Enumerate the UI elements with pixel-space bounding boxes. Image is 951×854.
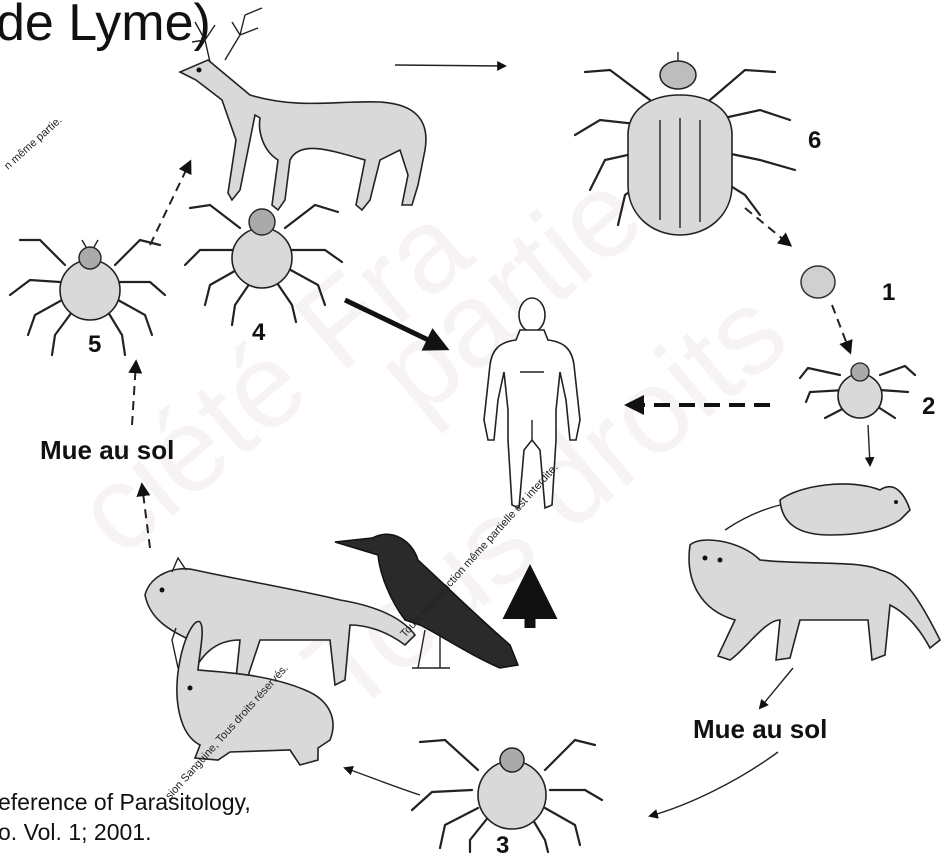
stage-label-1: 1 (882, 279, 895, 306)
arrow-hosts-to-moult (760, 668, 793, 708)
stage-label-5: 5 (88, 331, 101, 358)
arrow-tick5-to-deer (150, 162, 190, 245)
stage-label-4: 4 (252, 319, 266, 346)
page-title: de Lyme) (0, 0, 211, 52)
arrow-nymph-to-hosts (345, 768, 420, 795)
arrow-larva-to-rodent (868, 425, 870, 465)
arrow-moult-to-nymph (650, 752, 778, 816)
cat-illustration (689, 540, 940, 660)
stage-label-2: 2 (922, 393, 935, 420)
reference-line-1: eference of Parasitology, (0, 789, 251, 815)
watermark-top: n même partie. (2, 114, 65, 172)
larva-tick-illustration (800, 363, 915, 418)
rodent-illustration (725, 484, 910, 535)
arrow-tick6-to-egg (745, 208, 790, 245)
stage-label-3: 3 (496, 832, 509, 854)
stage-label-6: 6 (808, 127, 821, 154)
egg-illustration (801, 266, 835, 298)
moult-label-right: Mue au sol (693, 714, 827, 744)
moult-label-left: Mue au sol (40, 435, 174, 465)
deer-illustration (180, 8, 426, 210)
arrow-deer-to-tick6 (395, 65, 505, 66)
reference-line-2: o. Vol. 1; 2001. (0, 819, 151, 845)
arrow-egg-to-larva (832, 305, 850, 352)
